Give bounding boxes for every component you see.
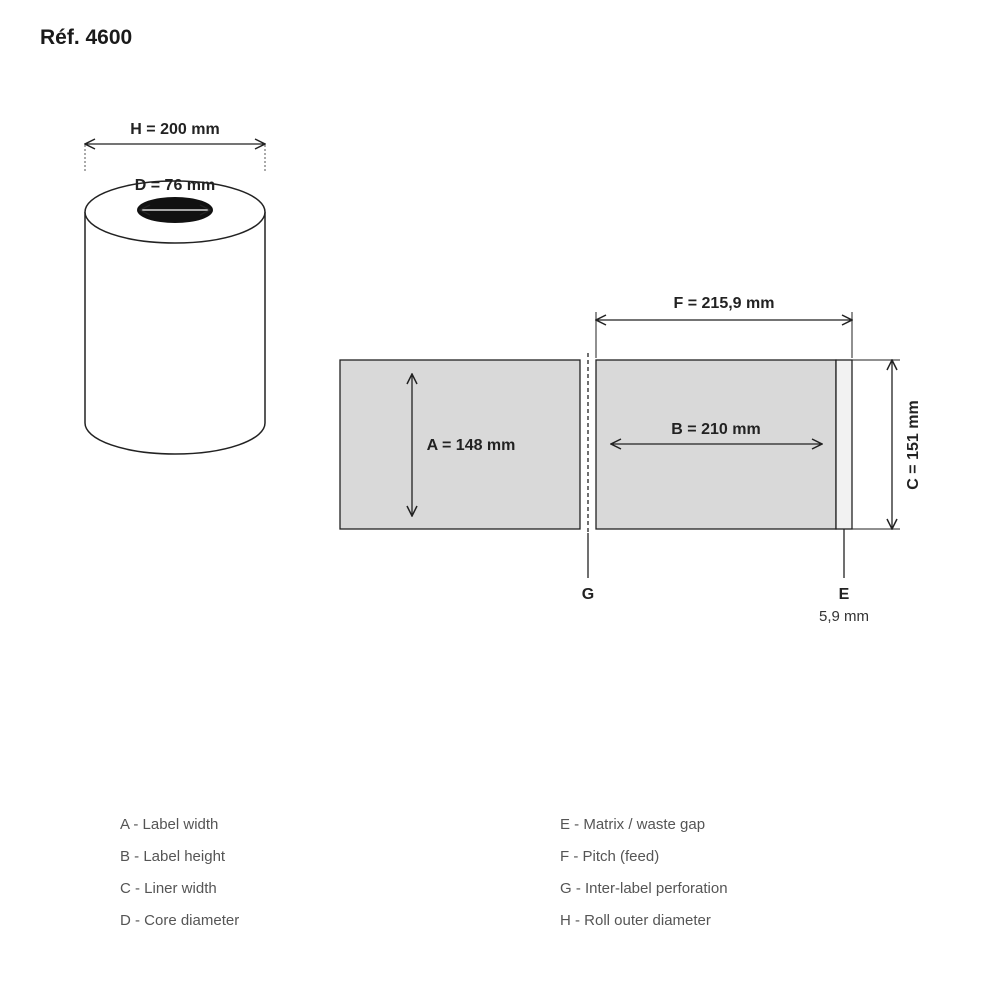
roll-outer-label: H = 200 mm <box>130 121 219 138</box>
dimension-a-label: A = 148 mm <box>427 437 516 454</box>
matrix-gap <box>835 359 853 530</box>
dimension-b-label: B = 210 mm <box>671 421 760 438</box>
legend-item-f: F - Pitch (feed) <box>560 848 660 865</box>
legend-item-d: D - Core diameter <box>120 912 240 929</box>
gap-value: 5,9 mm <box>819 608 869 625</box>
marker-e: E <box>839 586 850 603</box>
legend-item-b: B - Label height <box>120 848 226 865</box>
page-title: Réf. 4600 <box>40 26 133 49</box>
pitch-label: F = 215,9 mm <box>674 295 775 312</box>
legend-item-e: E - Matrix / waste gap <box>560 816 706 833</box>
legend-item-c: C - Liner width <box>120 880 217 897</box>
legend-item-g: G - Inter-label perforation <box>560 880 728 897</box>
roll-body <box>84 212 266 455</box>
liner-width-label: C = 151 mm <box>905 400 922 489</box>
label-strip: A = 148 mm G B = 210 mm E 5,9 mm F = 215… <box>339 295 922 625</box>
legend-item-h: H - Roll outer diameter <box>560 912 711 929</box>
legend: A - Label width B - Label height C - Lin… <box>0 815 1000 955</box>
marker-g: G <box>582 586 594 603</box>
legend-item-a: A - Label width <box>120 816 219 833</box>
label-a <box>339 359 581 530</box>
roll-illustration: H = 200 mm D = 76 mm <box>84 121 266 455</box>
core-diameter-label: D = 76 mm <box>135 177 215 194</box>
